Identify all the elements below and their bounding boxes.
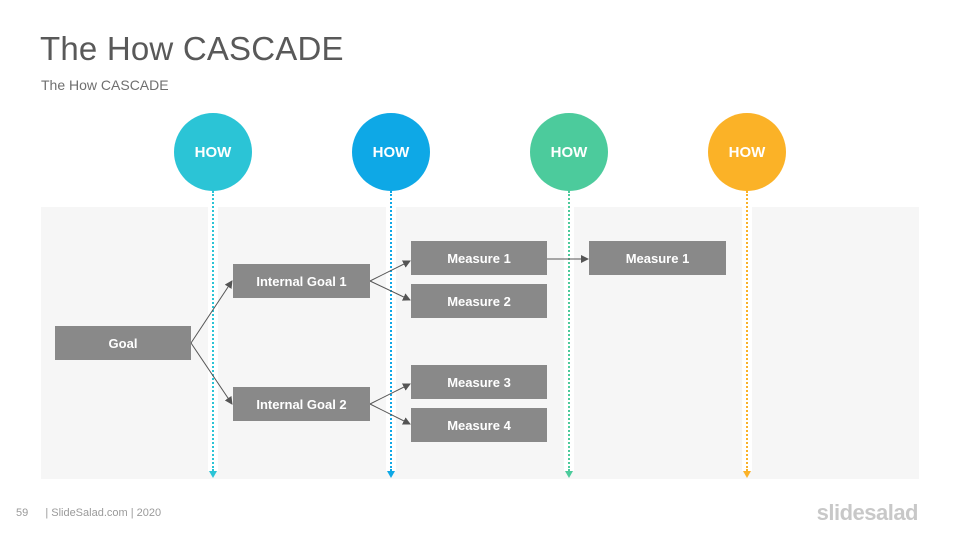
footer-credit: | SlideSalad.com | 2020 [45, 507, 162, 519]
node-measure-1b: Measure 1 [589, 241, 726, 275]
column-arrow-2 [387, 471, 395, 478]
column-line-3 [568, 191, 570, 471]
column-arrow-4 [743, 471, 751, 478]
how-circle-1: HOW [174, 113, 252, 191]
node-internal-goal-2: Internal Goal 2 [233, 387, 370, 421]
footer: 59 | SlideSalad.com | 2020 [16, 507, 161, 519]
slidesalad-logo: slidesalad [816, 500, 919, 525]
node-measure-3: Measure 3 [411, 365, 547, 399]
connector-ig1-measure-1 [369, 260, 411, 282]
page-subtitle: The How CASCADE [41, 77, 169, 93]
page-number: 59 [16, 507, 29, 519]
how-circle-2: HOW [352, 113, 430, 191]
node-internal-goal-1: Internal Goal 1 [233, 264, 370, 298]
connector-ig2-measure-3 [369, 383, 411, 405]
node-measure-4: Measure 4 [411, 408, 547, 442]
column-line-2 [390, 191, 392, 471]
page-title: The How CASCADE [40, 30, 344, 67]
column-line-4 [746, 191, 748, 471]
column-line-1 [212, 191, 214, 471]
column-arrow-3 [565, 471, 573, 478]
connector-goal-internal-goal-2 [190, 342, 233, 405]
column-arrow-1 [209, 471, 217, 478]
how-circle-4: HOW [708, 113, 786, 191]
node-measure-2: Measure 2 [411, 284, 547, 318]
connector-ig1-measure-2 [369, 280, 411, 301]
node-goal: Goal [55, 326, 191, 360]
connector-ig2-measure-4 [369, 403, 411, 425]
node-measure-1: Measure 1 [411, 241, 547, 275]
how-circle-3: HOW [530, 113, 608, 191]
connector-goal-internal-goal-1 [190, 280, 233, 344]
